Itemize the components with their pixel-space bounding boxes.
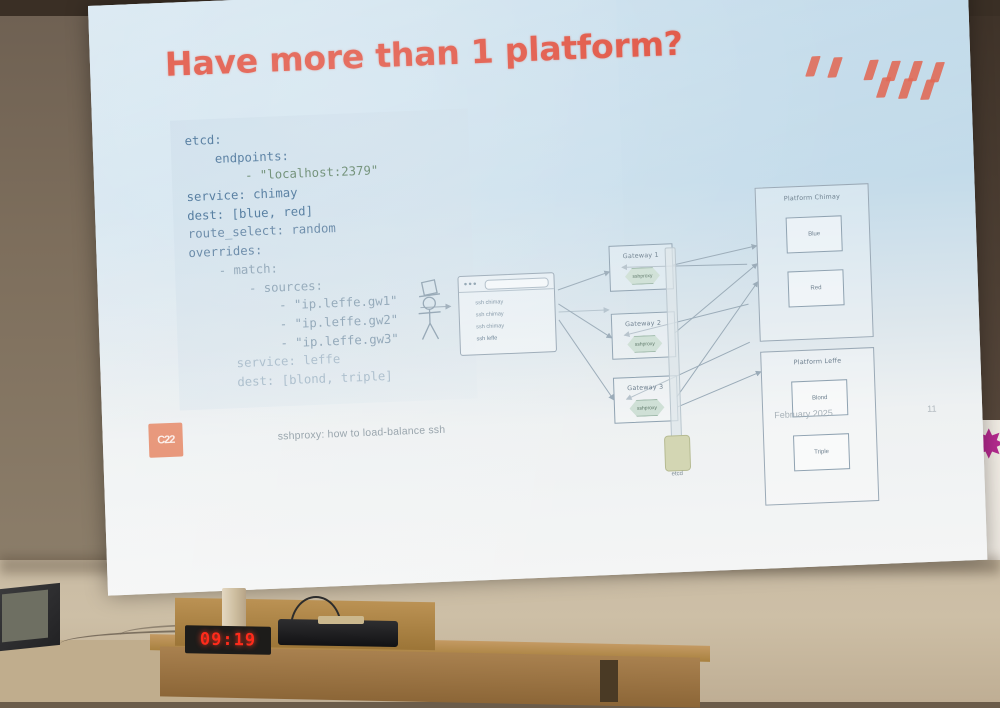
platform-node: Blue	[786, 215, 843, 253]
clock-time: 09:19	[200, 630, 256, 651]
yaml-code-block: etcd: endpoints: - "localhost:2379"servi…	[170, 109, 478, 411]
node-label: Red	[810, 285, 821, 291]
sshproxy-label: sshproxy	[632, 273, 652, 280]
footer-talk-title: sshproxy: how to load-balance ssh	[278, 424, 446, 443]
platform-title: Platform Chimay	[756, 191, 868, 204]
sshproxy-node: sshproxy	[622, 335, 669, 354]
terminal-line: ssh chimay	[475, 299, 503, 306]
platform-node: Red	[787, 269, 844, 307]
sshproxy-node: sshproxy	[619, 267, 666, 286]
projector-knob	[318, 616, 364, 624]
user-figure-icon	[413, 279, 449, 342]
platform-chimay: Platform Chimay Blue Red	[755, 183, 874, 342]
gateway-title: Gateway 2	[612, 318, 674, 329]
footer-page-number: 11	[927, 404, 937, 414]
etcd-store	[664, 435, 691, 472]
terminal-line: ssh chimay	[476, 311, 504, 318]
podium-leg	[600, 660, 618, 702]
node-label: Blue	[808, 231, 820, 237]
logo-text: C22	[157, 434, 175, 447]
etcd-label: etcd	[663, 471, 691, 478]
sshproxy-label: sshproxy	[637, 405, 657, 412]
projection-screen: Have more than 1 platform? etcd: endpoin…	[88, 0, 987, 596]
platform-leffe: Platform Leffe Blond Triple	[760, 347, 879, 506]
gateway-title: Gateway 3	[614, 382, 676, 393]
sshproxy-label: sshproxy	[635, 341, 655, 348]
sshproxy-node: sshproxy	[624, 398, 671, 417]
decorative-marks	[802, 49, 954, 103]
terminal-line-highlighted: ssh leffe	[476, 335, 497, 342]
platform-node: Triple	[793, 433, 850, 471]
terminal-line: ssh chimay	[476, 323, 504, 330]
laptop-screen	[2, 590, 48, 643]
terminal-window: ●●● ssh chimay ssh chimay ssh chimay ssh…	[457, 272, 557, 356]
platform-title: Platform Leffe	[761, 355, 873, 368]
architecture-diagram: ●●● ssh chimay ssh chimay ssh chimay ssh…	[454, 146, 960, 516]
node-label: Blond	[812, 395, 828, 402]
gateway-title: Gateway 1	[610, 250, 672, 261]
window-controls-icon: ●●●	[464, 281, 478, 288]
node-label: Triple	[814, 449, 829, 456]
page-title: Have more than 1 platform?	[164, 19, 785, 83]
brand-logo: C22	[148, 422, 183, 457]
countdown-clock: 09:19	[185, 625, 271, 655]
slide: Have more than 1 platform? etcd: endpoin…	[88, 0, 987, 596]
